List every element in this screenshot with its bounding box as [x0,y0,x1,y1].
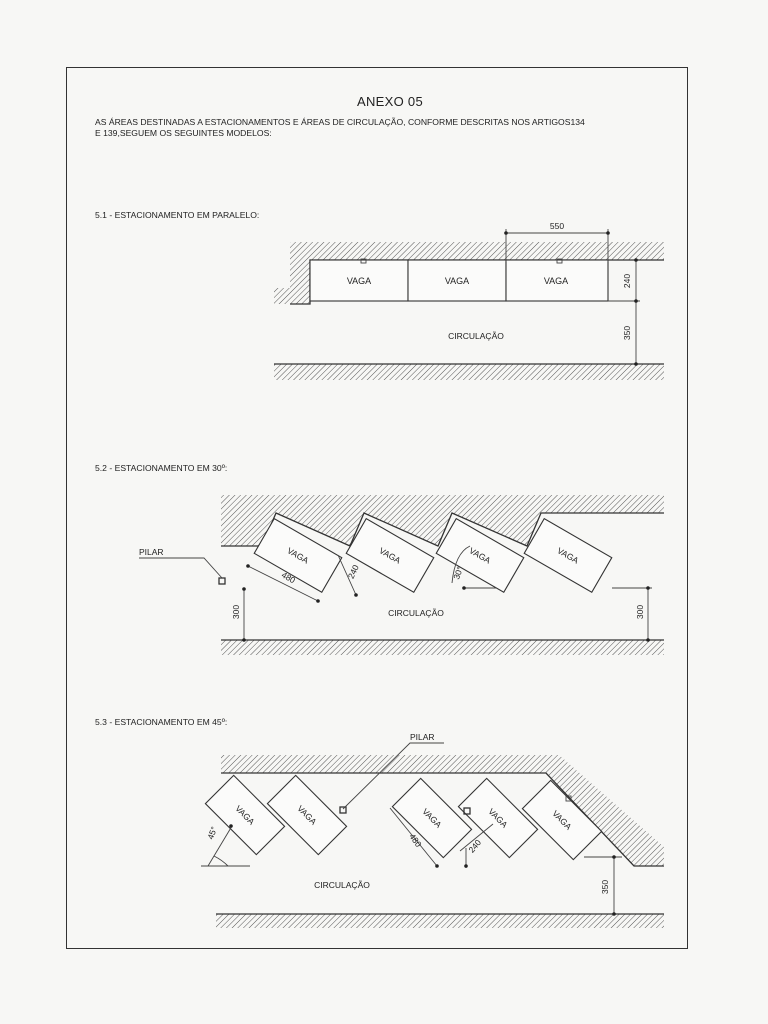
dimension-stall-width: 240 [622,274,632,288]
dimension-dot [229,824,233,828]
stall-label: VAGA [544,276,568,286]
wall-hatch-top [274,242,664,304]
pillar-label: PILAR [139,547,164,557]
dimension-dot [504,231,508,235]
dimension-dot [435,864,439,868]
stalls-45: VAGA VAGA VAGA VAGA VAGA [204,774,603,861]
parking-stall [523,517,613,594]
dimension-line [459,823,494,852]
pillar-marker [218,577,226,585]
pillar-leader-line [139,557,223,579]
parking-stall [407,259,507,302]
parking-stall [391,777,473,859]
wall-hatch-bottom [221,640,664,655]
dimension-aisle-left: 300 [231,605,241,619]
dimension-dot [246,564,250,568]
dimension-dot [464,864,468,868]
angle-arc [451,545,471,584]
dimension-stall-width: 240 [466,837,483,855]
dimension-dot [634,258,638,262]
dimension-dot [634,299,638,303]
dimension-dot [462,586,466,590]
dimension-dot [316,599,320,603]
aisle-label: CIRCULAÇÃO [388,608,444,618]
parking-stall [266,774,348,856]
dimension-line [337,554,357,596]
dimension-dot [634,362,638,366]
parking-stall [435,517,525,594]
dimension-dot [646,586,650,590]
pillar-marker [360,258,367,264]
dimension-dot [646,638,650,642]
dimension-line [389,807,438,867]
parking-stall [345,517,435,594]
dimension-stall-length: 550 [550,221,564,231]
aisle-label: CIRCULAÇÃO [448,331,504,341]
parking-stall [309,259,409,302]
angle-arc [213,855,229,867]
diagram-parallel-parking: VAGA VAGA VAGA 550 240 350 CIRCULAÇÃO [274,221,664,380]
dimension-aisle-width: 350 [622,326,632,340]
dimension-stall-width: 240 [346,563,361,580]
stall-label: VAGA [347,276,371,286]
section-heading-45-degrees: 5.3 - ESTACIONAMENTO EM 45º: [95,717,228,727]
pillar-marker [463,807,471,815]
section-heading-parallel: 5.1 - ESTACIONAMENTO EM PARALELO: [95,210,260,220]
page-title: ANEXO 05 [357,94,423,109]
parking-stall [457,777,539,859]
dimension-aisle-right: 300 [635,605,645,619]
diagram-45-degree-parking: VAGA VAGA VAGA VAGA VAGA PILAR [201,732,664,928]
dimension-dot [354,593,358,597]
wall-hatch-top [221,495,664,546]
intro-text-line-2: E 139,SEGUEM OS SEGUINTES MODELOS: [95,128,272,138]
dimension-dot [242,587,246,591]
pillar-leader-line [342,742,444,810]
diagram-30-degree-parking: VAGA VAGA VAGA VAGA PILAR 480 240 [139,495,664,655]
stalls-30: VAGA VAGA VAGA VAGA [253,517,613,594]
pillar-label: PILAR [410,732,435,742]
intro-text-line-1: AS ÁREAS DESTINADAS A ESTACIONAMENTOS E … [95,117,585,127]
parking-stall [204,774,286,856]
pillar-marker [565,795,572,802]
dimension-dot [606,231,610,235]
document-frame: ANEXO 05 AS ÁREAS DESTINADAS A ESTACIONA… [66,67,688,949]
dimension-aisle-width: 350 [600,880,610,894]
dimension-dot [242,638,246,642]
angle-label: 30° [451,565,465,581]
angle-label: 45° [205,825,219,841]
pillar-marker [556,258,563,264]
parking-stall [521,779,603,861]
stall-label: VAGA [445,276,469,286]
dimension-dot [612,912,616,916]
wall-hatch-bottom [216,914,664,928]
pillar-marker [339,806,347,814]
wall-hatch-bottom [274,364,664,380]
section-heading-30-degrees: 5.2 - ESTACIONAMENTO EM 30º: [95,463,228,473]
parking-stall [505,259,609,302]
parking-stall [253,517,343,594]
aisle-label: CIRCULAÇÃO [314,880,370,890]
dimension-line [247,565,319,602]
dimension-dot [612,855,616,859]
angle-reference-line [207,825,233,867]
wall-hatch-top [221,755,664,866]
